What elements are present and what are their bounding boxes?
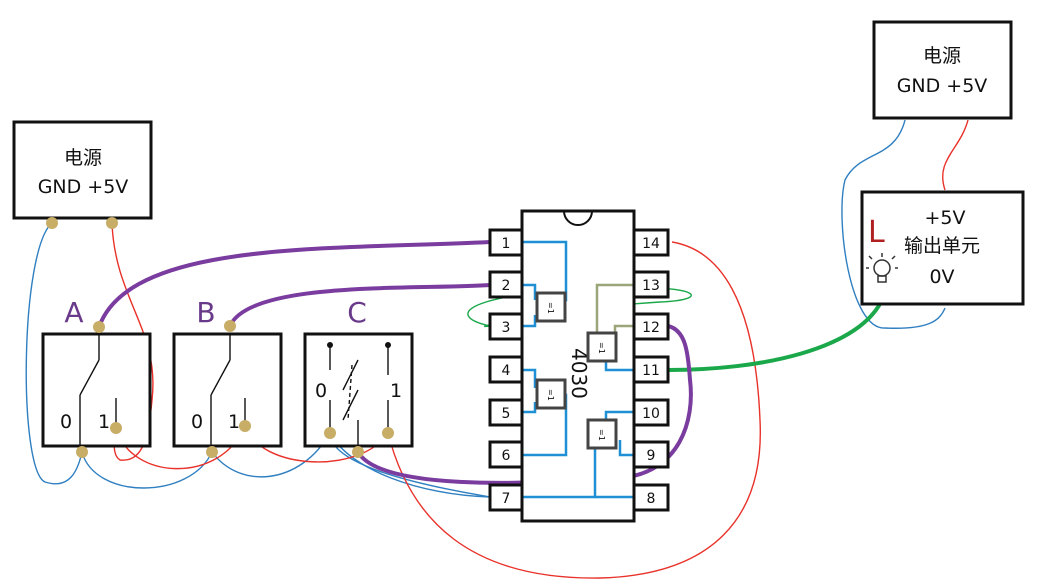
ic-internal-green-1 (595, 283, 634, 335)
pin-9[interactable]: 9 (632, 440, 670, 469)
switch-b-lever (210, 359, 231, 396)
ground-wire-switch-a-b (81, 451, 213, 489)
switch-b-box (172, 332, 283, 448)
switch-b-terminal-1[interactable] (239, 420, 251, 432)
ic-4030: 4030 =1 =1 =1 (488, 209, 670, 523)
light-bulb-icon (866, 253, 898, 283)
xor-gate-1: =1 (535, 291, 567, 323)
ground-wire-right-power (841, 119, 946, 329)
switch-b-pos0: 0 (191, 411, 203, 433)
ic-notch (563, 210, 593, 226)
pin-12[interactable]: 12 (632, 312, 670, 341)
xor-gate-4-symbol: =1 (597, 429, 606, 441)
pin-6[interactable]: 6 (488, 440, 524, 469)
svg-text:14: 14 (642, 236, 660, 252)
output-unit-bottom: 0V (929, 266, 954, 288)
output-unit: L +5V 输出单元 0V (860, 190, 1025, 306)
power-supply-right: 电源 GND +5V (872, 20, 1013, 120)
signal-wire-b-pin2 (228, 283, 491, 327)
switch-c[interactable]: C 0 1 (303, 296, 414, 458)
signal-wire-a-pin1 (97, 240, 491, 328)
switch-b-label: B (196, 296, 215, 329)
pin-8[interactable]: 8 (632, 483, 670, 512)
switch-a-terminal-1[interactable] (110, 422, 122, 434)
switch-a[interactable]: A 0 1 (41, 296, 152, 458)
svg-text:6: 6 (502, 448, 511, 464)
svg-text:7: 7 (502, 491, 511, 507)
ground-wire-switch-b-c (211, 432, 331, 478)
svg-text:4: 4 (502, 363, 511, 379)
svg-text:9: 9 (647, 448, 656, 464)
switch-a-lever (79, 359, 100, 396)
switch-a-terminal-common[interactable] (93, 321, 105, 333)
ic-left-pins: 1 2 3 4 5 6 7 (488, 228, 524, 512)
svg-text:11: 11 (642, 363, 660, 379)
output-unit-box (860, 190, 1025, 306)
switch-b-pos1: 1 (228, 411, 240, 433)
switch-c-pos0: 0 (315, 380, 327, 402)
switch-c-lever-upper (342, 359, 359, 391)
output-wire-pin11 (667, 297, 885, 372)
switch-a-pos0: 0 (60, 411, 72, 433)
pin-5[interactable]: 5 (488, 398, 524, 427)
power-supply-right-title: 电源 (923, 45, 961, 67)
pin-10[interactable]: 10 (632, 398, 670, 427)
output-unit-title: 输出单元 (904, 235, 980, 257)
switch-a-terminal-0[interactable] (76, 446, 88, 458)
switch-c-terminal-0[interactable] (324, 427, 336, 439)
svg-text:12: 12 (642, 320, 660, 336)
svg-text:8: 8 (647, 491, 656, 507)
terminal-left-gnd[interactable] (46, 217, 58, 229)
svg-text:10: 10 (642, 406, 660, 422)
pin-1[interactable]: 1 (488, 228, 524, 257)
pin-11[interactable]: 11 (632, 355, 670, 384)
switch-a-pos1: 1 (98, 411, 110, 433)
switch-c-label: C (347, 296, 367, 329)
pin-3[interactable]: 3 (488, 312, 524, 341)
output-indicator-label: L (868, 215, 885, 250)
power-supply-left-box (12, 120, 153, 220)
pin-13[interactable]: 13 (632, 270, 670, 299)
switch-b-terminal-0[interactable] (206, 446, 218, 458)
svg-text:1: 1 (502, 236, 511, 252)
xor-gate-1-symbol: =1 (546, 302, 555, 314)
svg-text:13: 13 (642, 278, 660, 294)
switch-c-pos1: 1 (390, 380, 402, 402)
switch-c-link (347, 364, 353, 421)
terminal-left-5v[interactable] (106, 217, 118, 229)
pin-4[interactable]: 4 (488, 355, 524, 384)
xor-gate-3-symbol: =1 (546, 389, 555, 401)
signal-wire-c-pin9-12 (356, 324, 693, 485)
ground-wire-left-power (25, 222, 83, 485)
svg-text:2: 2 (502, 278, 511, 294)
switch-b-terminal-common[interactable] (224, 320, 236, 332)
power-wire-pin14 (387, 241, 761, 579)
switch-a-box (41, 332, 152, 448)
pin-7[interactable]: 7 (488, 483, 524, 512)
switch-c-terminal-common[interactable] (352, 446, 364, 458)
svg-text:3: 3 (502, 320, 511, 336)
switch-b[interactable]: B 0 1 (172, 296, 283, 458)
xor-gate-2: =1 (586, 331, 618, 363)
power-supply-right-box (872, 20, 1013, 120)
xor-gate-2-symbol: =1 (597, 342, 606, 354)
xor-gate-3: =1 (535, 378, 567, 410)
switch-a-label: A (64, 296, 83, 329)
power-supply-left-terminals: GND +5V (38, 176, 129, 198)
wire-layer (25, 119, 969, 579)
ic-right-pins: 14 13 12 11 10 9 8 (632, 228, 670, 512)
pin-14[interactable]: 14 (632, 228, 670, 257)
switch-c-lever-lower (342, 389, 359, 421)
power-wire-right-power (942, 119, 969, 191)
power-supply-right-terminals: GND +5V (897, 75, 988, 97)
svg-text:5: 5 (502, 406, 511, 422)
output-unit-top: +5V (924, 207, 965, 229)
power-supply-left: 电源 GND +5V (12, 120, 153, 229)
ic-body (520, 209, 636, 523)
pin-2[interactable]: 2 (488, 270, 524, 299)
switch-c-terminal-1[interactable] (382, 427, 394, 439)
power-supply-left-title: 电源 (64, 147, 102, 169)
xor-gate-4: =1 (586, 418, 618, 450)
